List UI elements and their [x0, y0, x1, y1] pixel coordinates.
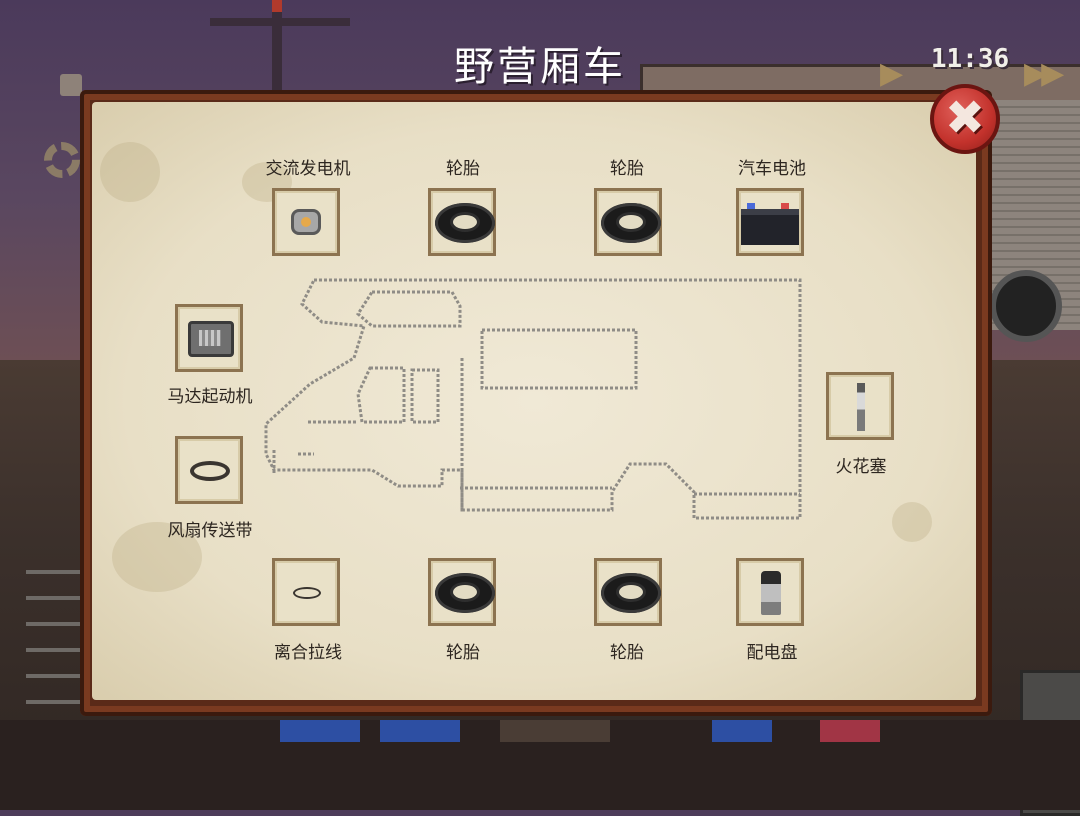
- slot-label-tire: 轮胎: [610, 159, 644, 179]
- slot-label-tire: 轮胎: [610, 643, 644, 663]
- utility-pole-crossbar: [210, 18, 350, 26]
- close-icon: ✖: [944, 90, 986, 146]
- paper-stain: [100, 142, 160, 202]
- alternator-icon: [291, 209, 321, 235]
- clutch-cable-icon: [293, 587, 321, 599]
- slot-label-distributor: 配电盘: [746, 643, 798, 663]
- close-button[interactable]: ✖: [930, 84, 1000, 154]
- tire-icon: [601, 203, 661, 243]
- battery-icon: [741, 203, 799, 245]
- slot-tire-top-left[interactable]: [428, 188, 496, 256]
- distributor-icon: [761, 571, 781, 615]
- ground-block: [712, 720, 772, 742]
- lock-icon: [60, 74, 82, 96]
- slot-label-clutch-cable: 离合拉线: [274, 643, 342, 663]
- slot-starter-motor[interactable]: [175, 304, 243, 372]
- slot-label-tire: 轮胎: [446, 643, 480, 663]
- background-stairs: [26, 570, 86, 720]
- slot-spark-plug[interactable]: [826, 372, 894, 440]
- slot-alternator[interactable]: [272, 188, 340, 256]
- paper-stain: [112, 522, 202, 592]
- spark-plug-icon: [857, 383, 865, 431]
- slot-label-alternator: 交流发电机: [265, 159, 351, 179]
- slot-fan-belt[interactable]: [175, 436, 243, 504]
- slot-tire-top-right[interactable]: [594, 188, 662, 256]
- fan-belt-icon: [190, 461, 230, 481]
- slot-label-fan-belt: 风扇传送带: [167, 521, 253, 541]
- tire-icon: [601, 573, 661, 613]
- utility-pole: [272, 0, 282, 100]
- slot-label-starter-motor: 马达起动机: [167, 387, 253, 407]
- slot-distributor[interactable]: [736, 558, 804, 626]
- paper-stain: [892, 502, 932, 542]
- background-ground: [0, 720, 1080, 810]
- tire-icon: [435, 573, 495, 613]
- slot-tire-bottom-left[interactable]: [428, 558, 496, 626]
- starter-motor-icon: [188, 321, 234, 357]
- vehicle-title: 野营厢车: [454, 44, 626, 90]
- slot-label-spark-plug: 火花塞: [835, 457, 887, 477]
- pole-warning-light: [272, 0, 282, 12]
- tire-icon: [435, 203, 495, 243]
- background-rv-wheel: [990, 270, 1062, 342]
- ground-block: [820, 720, 880, 742]
- rv-outline-diagram: [264, 278, 802, 520]
- fast-forward-icon: ▶▶: [1024, 56, 1064, 91]
- slot-tire-bottom-right[interactable]: [594, 558, 662, 626]
- slot-label-battery: 汽车电池: [738, 159, 806, 179]
- ground-block: [280, 720, 360, 742]
- gear-icon: [44, 142, 80, 178]
- ground-block: [380, 720, 460, 742]
- ground-block: [500, 720, 610, 742]
- slot-battery[interactable]: [736, 188, 804, 256]
- game-clock: 11:36: [930, 44, 1010, 74]
- slot-label-tire: 轮胎: [446, 159, 480, 179]
- slot-clutch-cable[interactable]: [272, 558, 340, 626]
